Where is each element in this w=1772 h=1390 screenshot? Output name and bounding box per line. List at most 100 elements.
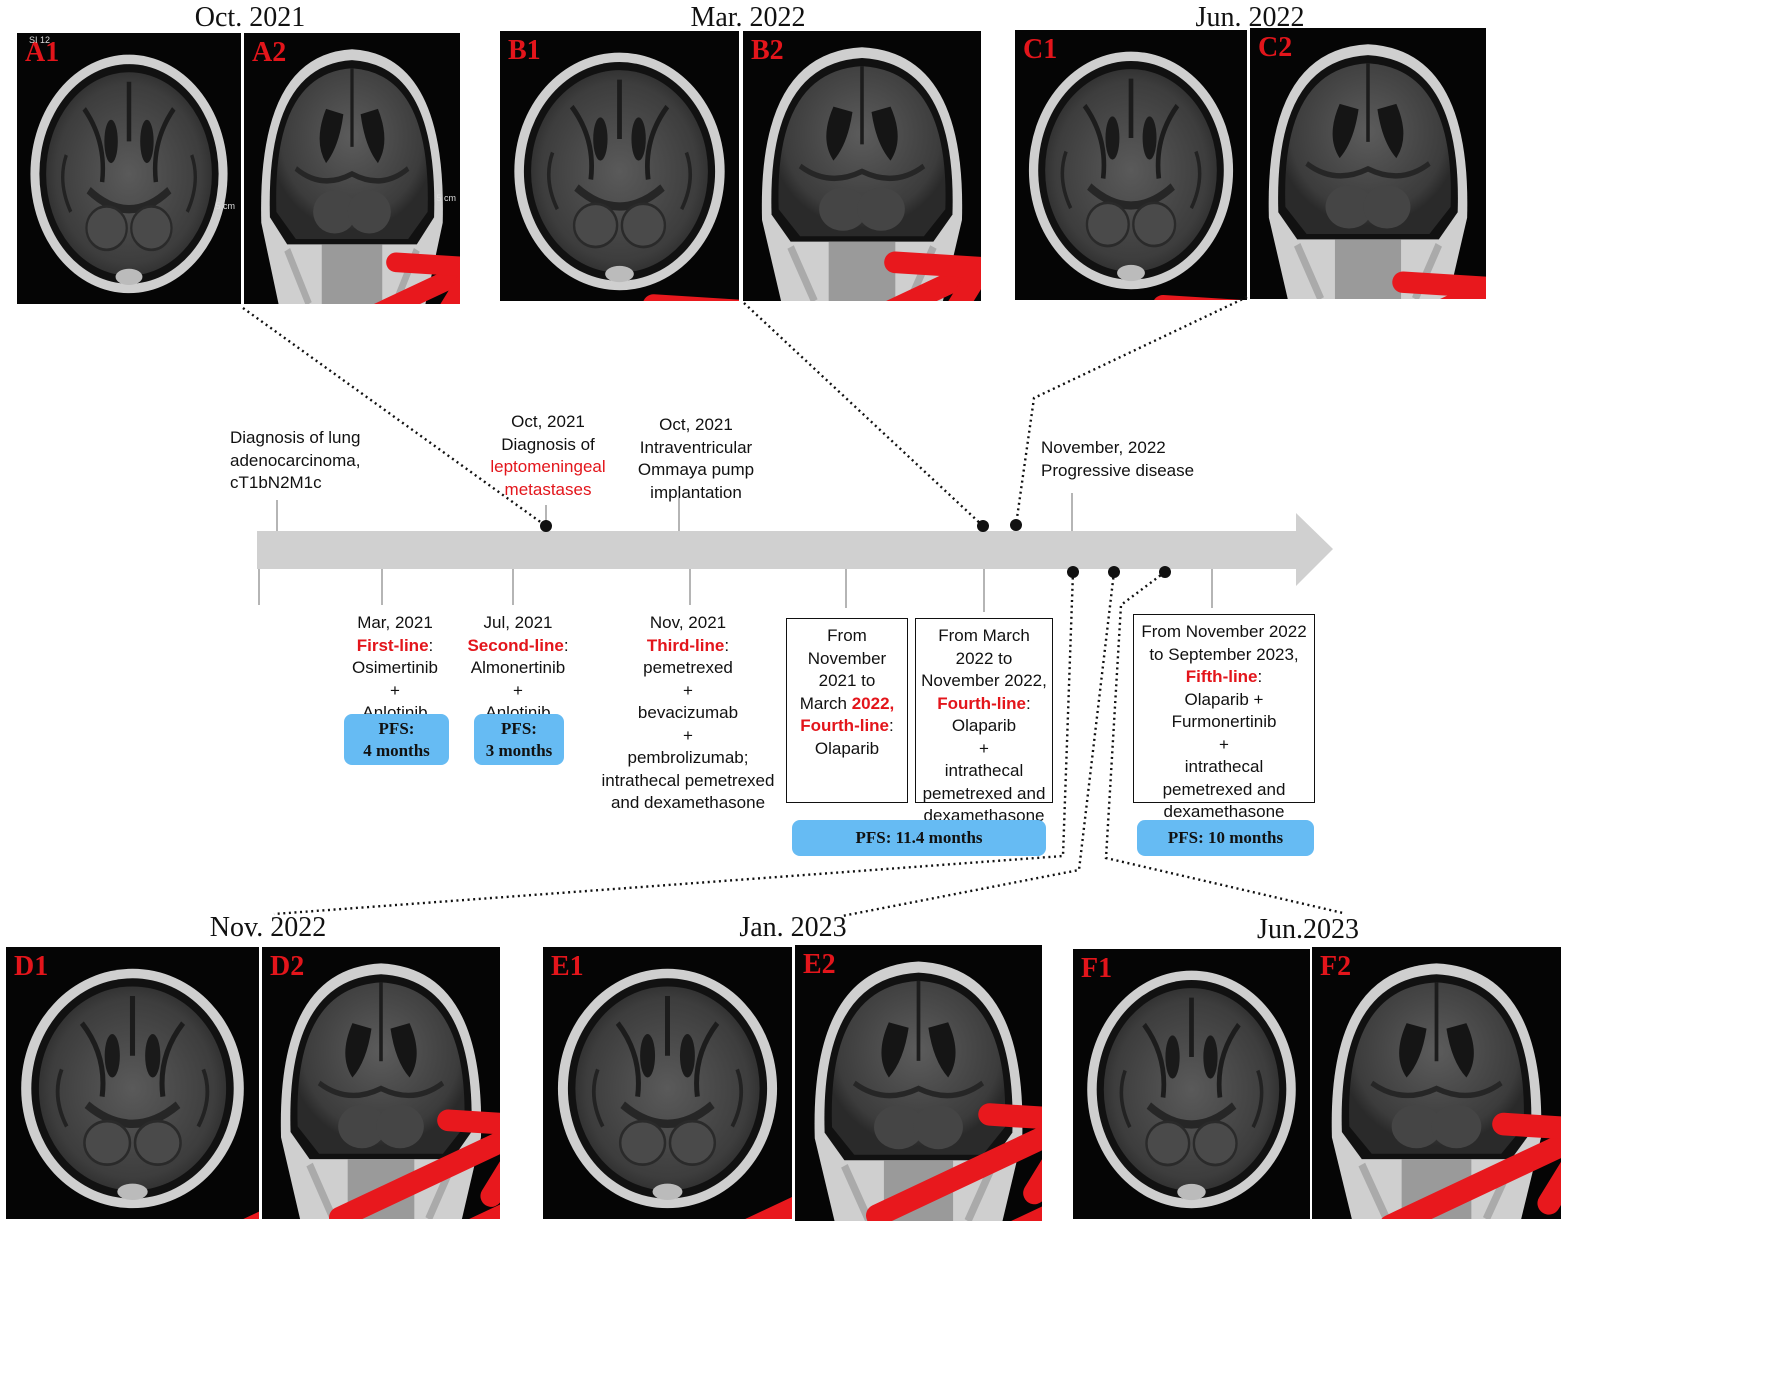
event-diagnosis: Diagnosis of lung adenocarcinoma, cT1bN2… [230,427,360,495]
event-date: Nov, 2021 [649,613,727,632]
mri-scan-c2: C2 [1250,28,1486,299]
mri-coronal-image [1268,44,1468,299]
scale-text: 5 cm [436,193,456,203]
mri-coronal-image [280,963,482,1219]
drug-line: + [1219,734,1229,754]
red-arrow-icon [884,251,981,301]
scan-label: F2 [1320,951,1352,982]
mri-coronal-image [761,47,963,301]
dot-mar-2022 [977,520,989,532]
drug-line: + [683,680,693,700]
event-third-line: Nov, 2021 Third-line: pemetrexed + bevac… [602,612,775,815]
event-text-line: cT1bN2M1c [230,473,322,492]
event-text-line: Diagnosis of [501,434,595,454]
therapy-line-label: Third-line [646,635,725,655]
scan-label: B1 [508,35,541,66]
mri-axial-image [514,52,725,291]
event-text-line: adenocarcinoma, [230,450,361,470]
event-text-line: implantation [650,482,742,502]
pfs-value: 3 months [485,740,553,760]
box-text-line: From [827,626,867,645]
mri-scan-b1: B1 [500,31,739,301]
pfs-badge-second-line: PFS: 3 months [474,714,564,765]
dot-jun-2023 [1159,566,1171,578]
mri-scan-e2: E2 [795,945,1042,1221]
pfs-badge-first-line: PFS: 4 months [344,714,449,765]
pfs-label: PFS: [378,718,415,738]
event-date: Oct, 2021 [659,415,733,434]
event-date: Oct, 2021 [511,412,585,431]
red-arrow-icon [744,1196,792,1219]
mri-scan-a2: A2 5 cm [244,33,460,304]
mri-scan-a1: A1 SI 12 5 cm [17,33,241,304]
red-arrow-icon [1392,271,1486,299]
therapy-line-label: First-line [356,635,429,655]
treatment-box-fifth-line: From November 2022 to September 2023, Fi… [1133,614,1315,821]
drug-line: Olaparib + [1184,689,1264,709]
scan-label: B2 [751,35,784,66]
drug-line: pemetrexed and [922,783,1046,803]
dotted-connectors [242,295,1344,918]
treatment-box-fourth-line-a: From November 2021 to March 2022, Fourth… [786,618,908,803]
box-text-line: November 2022, [921,671,1047,690]
scan-label: F1 [1081,953,1113,984]
event-second-line: Jul, 2021 Second-line: Almonertinib + An… [467,612,568,725]
drug-line: and dexamethasone [610,793,766,812]
mri-axial-image [1028,51,1234,290]
event-date: Jul, 2021 [483,613,553,632]
event-date: November, 2022 [1041,438,1166,457]
date-label-jan-2023: Jan. 2023 [739,912,847,943]
pfs-badge-fourth-line: PFS: 11.4 months [792,820,1046,856]
box-text-line: November [807,648,887,668]
box-text-line: March [799,693,852,713]
event-highlight: metastases [504,479,592,499]
event-date: Mar, 2021 [357,613,433,632]
scan-label: C1 [1023,34,1058,65]
drug-line: + [683,725,693,745]
pfs-value: 4 months [363,740,430,760]
box-text-line: From November 2022 [1141,622,1307,641]
scan-label: D1 [14,951,49,982]
mri-scan-f1: F1 [1073,949,1310,1219]
dot-nov-2022 [1067,566,1079,578]
mri-scan-f2: F2 [1312,947,1561,1219]
connector-jun-2022 [1014,295,1248,526]
drug-line: pemetrexed and [1162,779,1286,799]
event-highlight: leptomeningeal [490,457,606,476]
scan-label: E2 [803,949,836,980]
mri-coronal-image [814,961,1023,1221]
therapy-line-label: Fifth-line [1185,667,1258,686]
slice-index-text: SI 12 [29,35,51,45]
treatment-box-fourth-line-b: From March 2022 to November 2022, Fourth… [915,618,1053,825]
drug-line: Almonertinib [470,658,566,677]
red-arrow-icon [328,1109,500,1219]
event-text-line: Intraventricular [639,437,753,457]
dot-jun-2022 [1010,519,1022,531]
dot-jan-2023 [1108,566,1120,578]
drug-line: dexamethasone [1163,802,1285,821]
event-progression: November, 2022 Progressive disease [1041,437,1194,482]
date-label-oct-2021: Oct. 2021 [194,2,306,33]
scan-label: E1 [551,951,584,982]
connector-oct-2021 [242,307,547,527]
scan-label: D2 [270,951,305,982]
red-arrow-icon [865,1103,1042,1221]
pfs-text: PFS: 10 months [1167,828,1284,847]
event-ommaya: Oct, 2021 Intraventricular Ommaya pump i… [638,414,754,504]
mri-axial-image [30,54,228,294]
mri-coronal-image [1331,963,1542,1219]
drug-line: intrathecal [944,761,1024,780]
drug-line: Olaparib [951,716,1017,735]
pfs-badge-fifth-line: PFS: 10 months [1137,820,1314,856]
scale-text: 5 cm [215,201,235,211]
mri-axial-image [1087,970,1296,1209]
box-text-line: 2022 to [955,648,1013,668]
drug-line: Olaparib [814,738,880,758]
dot-lm-diagnosis [540,520,552,532]
therapy-line-label: Second-line [467,635,564,655]
box-year-highlight: 2022, [851,693,895,713]
mri-scan-c1: C1 [1015,30,1247,300]
box-text-line: 2021 to [818,671,876,690]
scan-label: A2 [252,37,287,68]
pfs-text: PFS: 11.4 months [855,828,983,847]
